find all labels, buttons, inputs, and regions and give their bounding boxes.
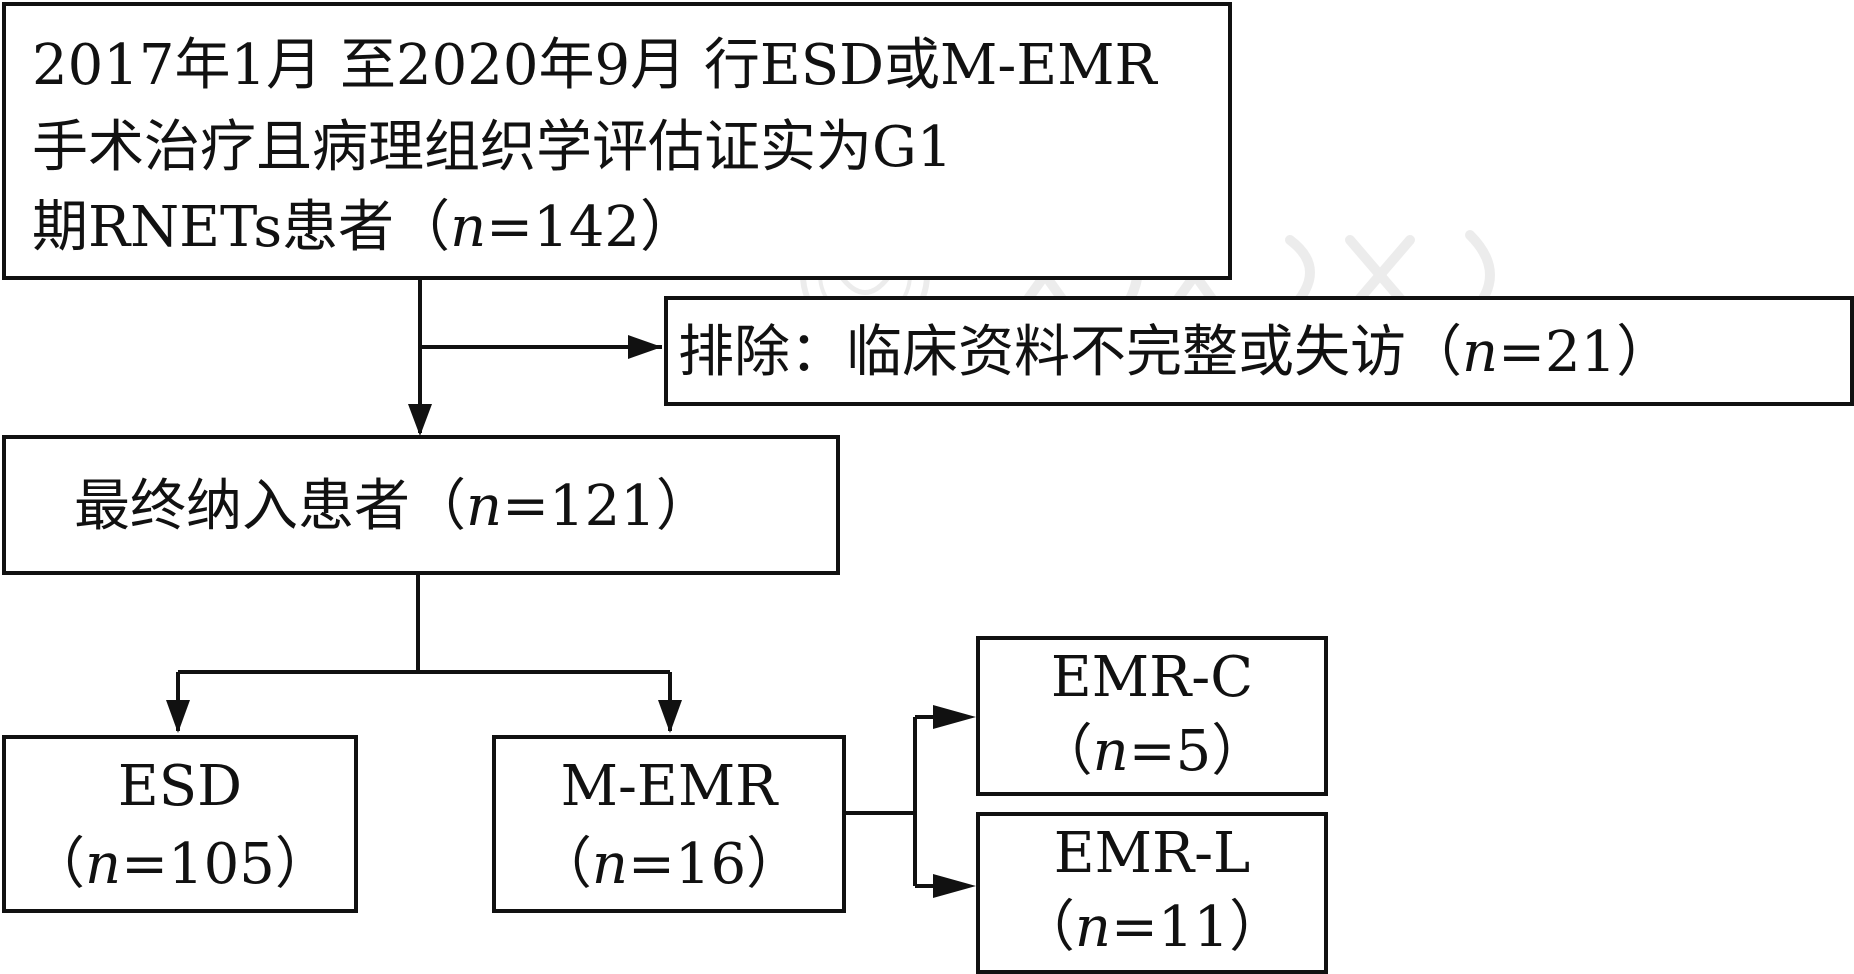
emrc-box: EMR-C （n=5） [976, 636, 1328, 796]
top-box-line3: 期RNETs患者（n=142） [32, 200, 696, 256]
included-prefix: 最终纳入患者（ [74, 474, 466, 539]
memr-count-suffix: =16） [627, 832, 803, 897]
arrowhead-included [408, 404, 432, 436]
emrl-count-prefix: （ [1018, 895, 1075, 960]
exclusion-prefix: 排除：临床资料不完整或失访（ [678, 320, 1462, 385]
memr-count-prefix: （ [535, 832, 592, 897]
top-box: 2017年1月 至2020年9月 行ESD或M-EMR 手术治疗且病理组织学评估… [2, 2, 1232, 280]
included-box: 最终纳入患者（n=121） [2, 435, 840, 575]
arrowhead-memr [658, 700, 682, 733]
top-box-line1: 2017年1月 至2020年9月 行ESD或M-EMR [32, 33, 1157, 98]
emrc-count: （n=5） [980, 724, 1324, 780]
esd-count-suffix: =105） [121, 832, 331, 897]
arrowhead-emrc [933, 705, 976, 729]
memr-n-label: n [591, 832, 628, 897]
emrl-box: EMR-L （n=11） [976, 812, 1328, 974]
emrc-n-label: n [1092, 719, 1129, 784]
included-text: 最终纳入患者（n=121） [74, 479, 712, 535]
top-box-n-label: n [450, 195, 487, 260]
emrl-count-suffix: =11） [1110, 895, 1286, 960]
memr-title: M-EMR [560, 754, 778, 819]
esd-count: （n=105） [6, 837, 354, 893]
arrowhead-exclusion [628, 335, 662, 359]
included-n-label: n [466, 474, 503, 539]
emrc-count-suffix: =5） [1128, 719, 1268, 784]
emrc-title: EMR-C [1050, 645, 1254, 710]
emrl-count: （n=11） [980, 900, 1324, 956]
emrc-count-prefix: （ [1036, 719, 1093, 784]
memr-count: （n=16） [496, 837, 842, 893]
exclusion-n-label: n [1462, 320, 1499, 385]
exclusion-box: 排除：临床资料不完整或失访（n=21） [664, 296, 1854, 406]
top-box-line2: 手术治疗且病理组织学评估证实为G1 [32, 115, 953, 180]
memr-box: M-EMR （n=16） [492, 735, 846, 913]
exclusion-suffix: =21） [1498, 320, 1673, 385]
top-box-line3-suffix: =142） [486, 195, 696, 260]
arrowhead-esd [166, 700, 190, 733]
emrl-title: EMR-L [1053, 821, 1251, 886]
esd-n-label: n [85, 832, 122, 897]
esd-title: ESD [117, 754, 243, 819]
included-suffix: =121） [502, 474, 712, 539]
esd-box: ESD （n=105） [2, 735, 358, 913]
esd-count-prefix: （ [29, 832, 86, 897]
exclusion-text: 排除：临床资料不完整或失访（n=21） [678, 325, 1672, 381]
emrl-n-label: n [1074, 895, 1111, 960]
arrowhead-emrl [933, 874, 976, 898]
top-box-line3-prefix: 期RNETs患者（ [32, 195, 451, 260]
